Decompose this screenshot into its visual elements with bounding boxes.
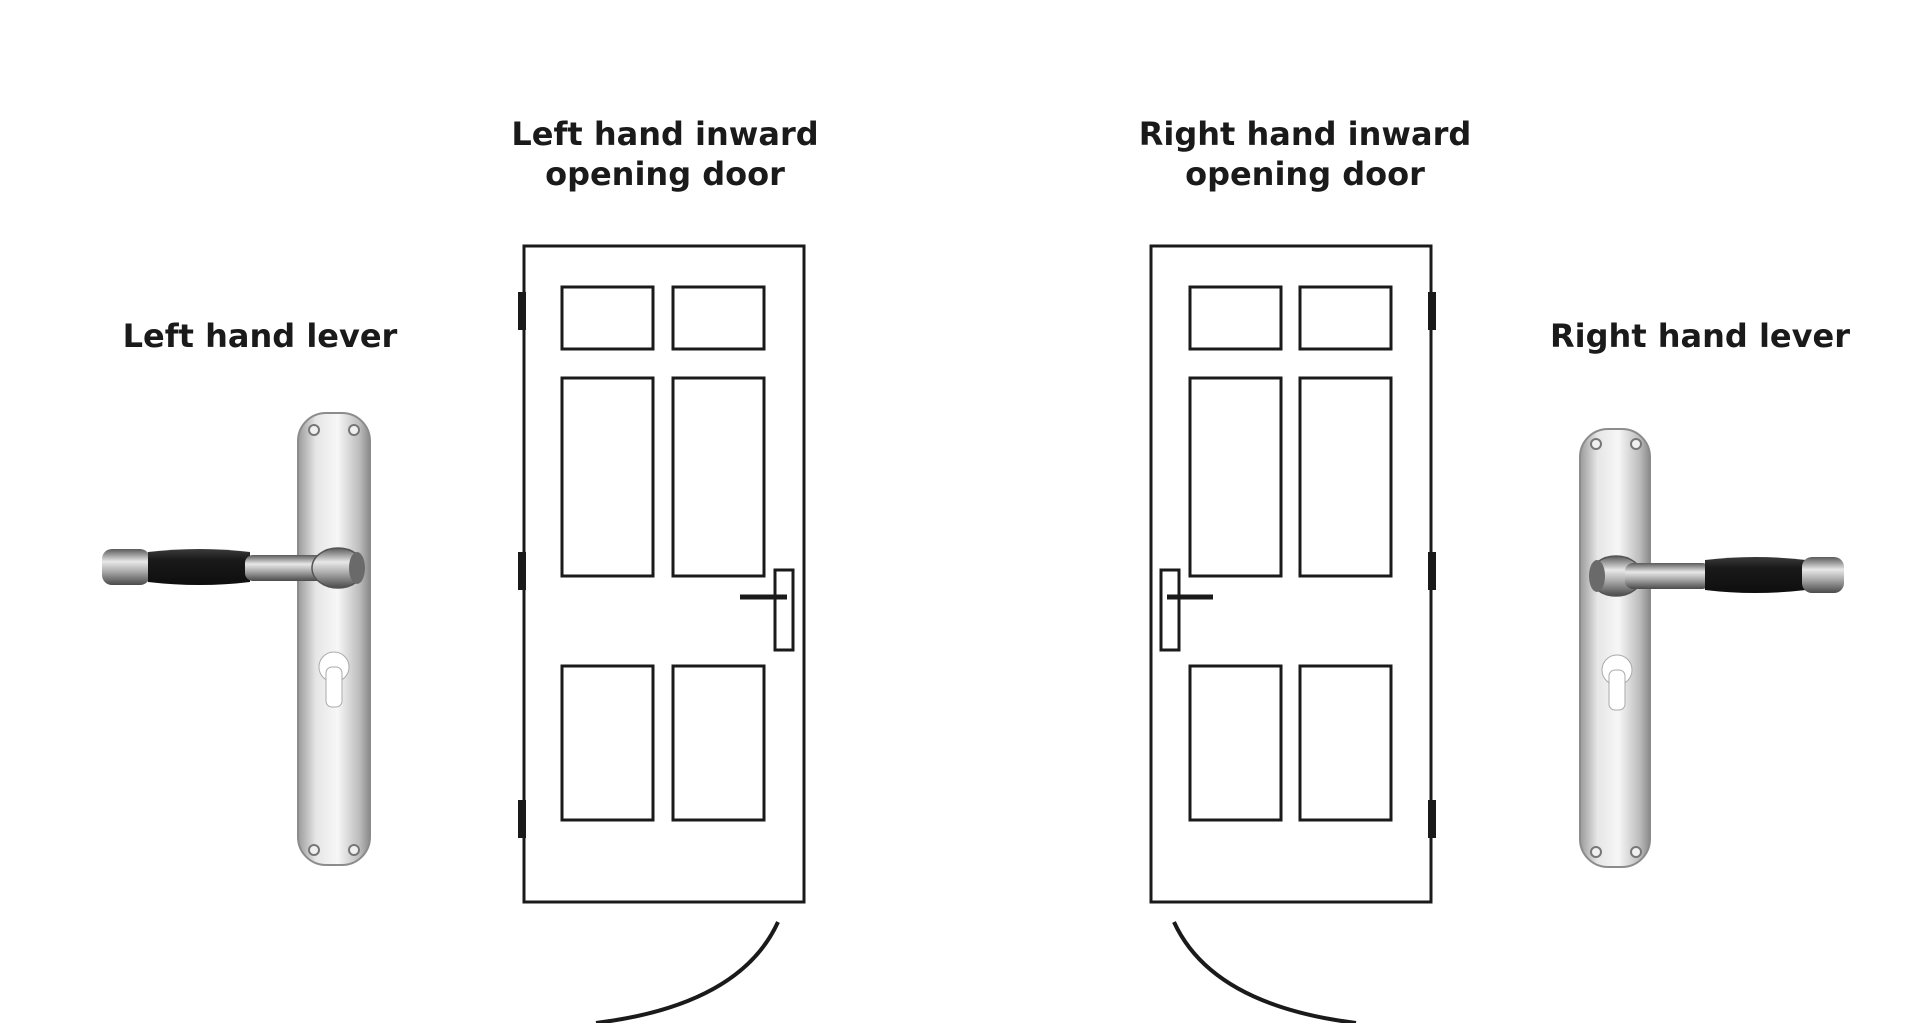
left-door-label-line1: Left hand inward (511, 115, 819, 153)
right-lever-handle-icon (1579, 428, 1844, 868)
left-door-label-line2: opening door (545, 155, 785, 193)
right-inward-door-icon (1149, 244, 1436, 904)
left-lever-handle-icon (102, 412, 371, 866)
left-lever-label: Left hand lever (100, 316, 420, 356)
swing-arc-arrow-icon (1172, 921, 1357, 1023)
right-lever-label-text: Right hand lever (1550, 317, 1850, 355)
right-door-label-line2: opening door (1185, 155, 1425, 193)
left-inward-door-icon (518, 244, 806, 904)
right-door-label: Right hand inward opening door (1135, 114, 1475, 194)
left-lever-label-text: Left hand lever (122, 317, 398, 355)
swing-arc-arrow-icon (595, 921, 780, 1023)
right-door-label-line1: Right hand inward (1138, 115, 1472, 153)
left-door-label: Left hand inward opening door (505, 114, 825, 194)
right-lever-label: Right hand lever (1540, 316, 1860, 356)
